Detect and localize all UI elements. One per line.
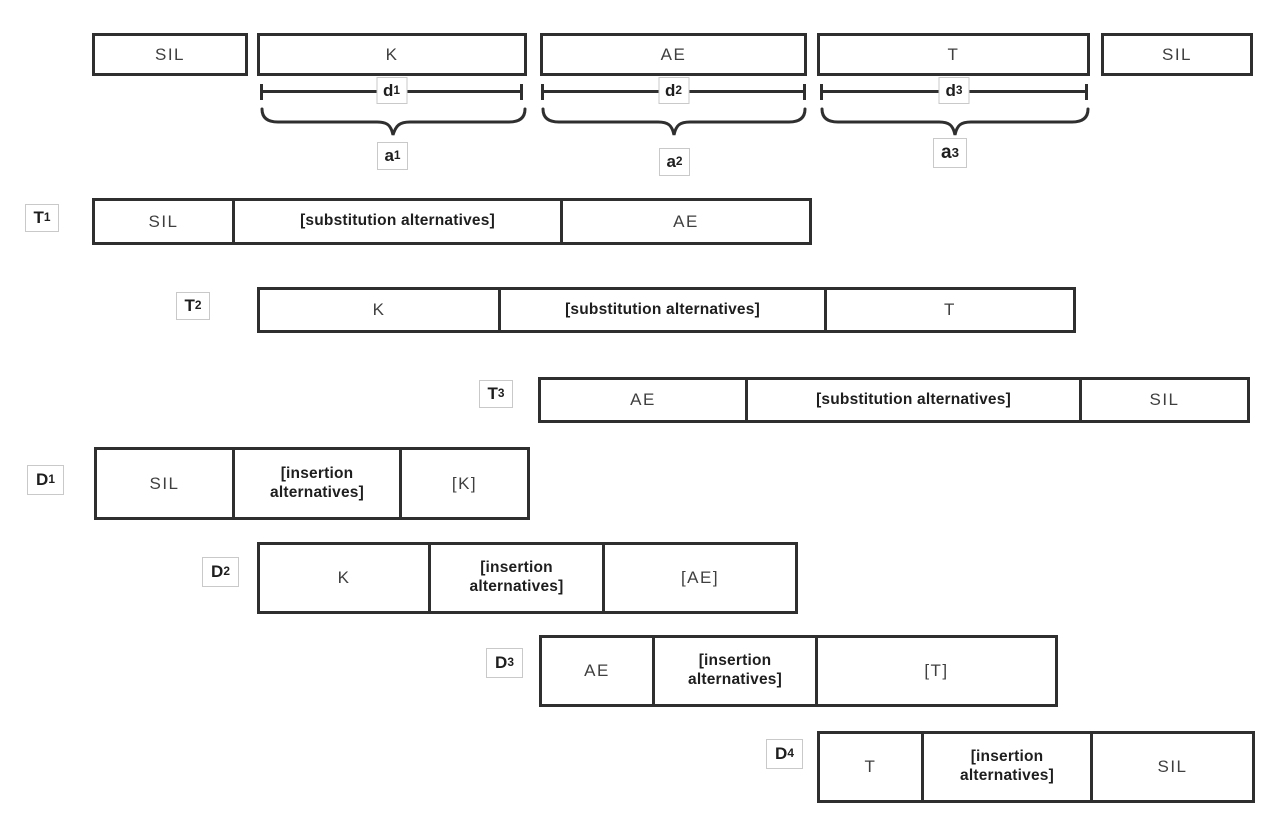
row-t3-cell-ae: AE xyxy=(630,390,656,409)
dimension-tick xyxy=(520,84,523,100)
row-d1-cell-sil: SIL xyxy=(149,473,180,493)
row-t3-cell-sil: SIL xyxy=(1079,380,1247,420)
phoneme-box-k: K xyxy=(257,33,527,76)
row-d3-cell-insertion-alternatives: [insertion alternatives] xyxy=(652,638,815,704)
phoneme-box-t: T xyxy=(817,33,1090,76)
row-d3: AE [insertion alternatives] [T] xyxy=(539,635,1058,707)
row-t2-cell-substitution-alternatives: [substitution alternatives] xyxy=(498,290,824,330)
phoneme-label: SIL xyxy=(1161,44,1193,64)
row-t3: AE [substitution alternatives] SIL xyxy=(538,377,1250,423)
phoneme-box-sil-left: SIL xyxy=(92,33,248,76)
row-d4-cell-sil: SIL xyxy=(1090,734,1252,800)
row-d1: SIL [insertion alternatives] [K] xyxy=(94,447,530,520)
row-t1-cell-substitution-alternatives: [substitution alternatives] xyxy=(232,201,560,242)
row-d1-cell-insertion-alternatives: [insertion alternatives] xyxy=(232,450,399,517)
phoneme-box-ae: AE xyxy=(540,33,807,76)
phoneme-label: K xyxy=(385,44,399,64)
row-t2-cell-k: K xyxy=(372,300,386,319)
phoneme-label: AE xyxy=(660,44,687,64)
phoneme-label: SIL xyxy=(154,44,186,64)
row-d4-cell-t: T xyxy=(864,757,877,776)
row-t1-cell-sil: SIL xyxy=(148,211,179,231)
phoneme-label: T xyxy=(947,44,960,64)
row-t2-cell-t: T xyxy=(824,290,1073,330)
row-d2: K [insertion alternatives] [AE] xyxy=(257,542,798,614)
row-d3-cell-ae: AE xyxy=(584,661,610,680)
row-d2-cell-insertion-alternatives: [insertion alternatives] xyxy=(428,545,602,611)
brace-a3 xyxy=(820,107,1090,136)
row-d4: T [insertion alternatives] SIL xyxy=(817,731,1255,803)
phoneme-box-sil-right: SIL xyxy=(1101,33,1253,76)
brace-a1 xyxy=(260,107,527,136)
row-d1-cell-k-optional: [K] xyxy=(399,450,527,517)
row-d4-cell-insertion-alternatives: [insertion alternatives] xyxy=(921,734,1090,800)
row-t1-cell-ae: AE xyxy=(560,201,809,242)
row-d2-cell-ae-optional: [AE] xyxy=(602,545,795,611)
brace-a2 xyxy=(541,107,807,136)
dimension-tick xyxy=(1085,84,1088,100)
row-t2: K [substitution alternatives] T xyxy=(257,287,1076,333)
row-t1: SIL [substitution alternatives] AE xyxy=(92,198,812,245)
dimension-tick xyxy=(803,84,806,100)
row-t3-cell-substitution-alternatives: [substitution alternatives] xyxy=(745,380,1079,420)
row-d3-cell-t-optional: [T] xyxy=(815,638,1055,704)
row-d2-cell-k: K xyxy=(337,568,351,587)
